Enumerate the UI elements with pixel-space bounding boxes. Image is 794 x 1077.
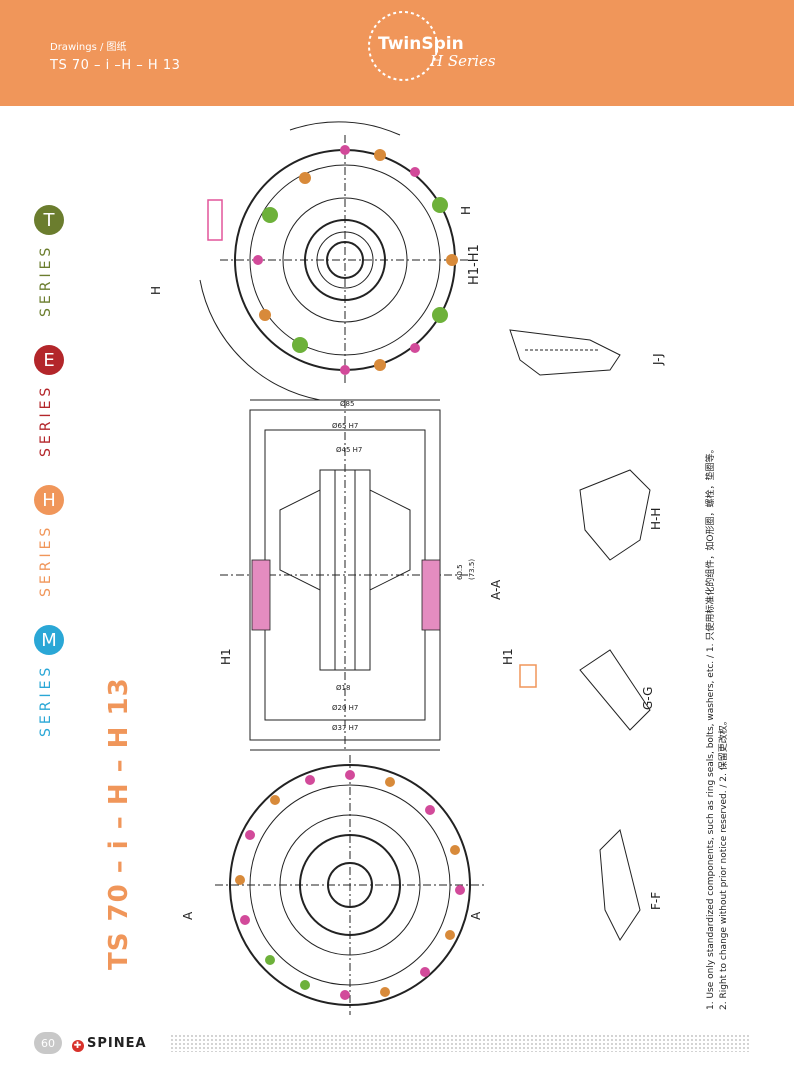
top-flange-view bbox=[199, 121, 470, 401]
dim-d5: Ø20 H7 bbox=[332, 704, 358, 712]
note-2: 2. Right to change without prior notice … bbox=[719, 716, 729, 1010]
series-h-badge: H bbox=[34, 485, 64, 515]
callout-box-top bbox=[207, 199, 223, 241]
page-title: TS 70 – i – H – H 13 bbox=[104, 677, 134, 970]
series-t-label: SERIES bbox=[38, 243, 54, 317]
dim-h3: (73.5) bbox=[468, 559, 476, 580]
twinspin-logo bbox=[368, 11, 438, 81]
gg-detail bbox=[579, 649, 651, 731]
bottom-flange-holes bbox=[235, 770, 465, 1000]
series-e-label: SERIES bbox=[38, 383, 54, 457]
dim-d6: Ø18 bbox=[336, 684, 350, 692]
label-jj: J-J bbox=[651, 353, 665, 366]
hh-detail bbox=[579, 469, 651, 561]
label-a-left: A bbox=[181, 911, 195, 920]
brand-name: ✚SPINEA bbox=[72, 1036, 147, 1052]
drawing-notes: 1. Use only standardized components, suc… bbox=[705, 445, 731, 1010]
series-t-badge: T bbox=[34, 205, 64, 235]
label-ff: F-F bbox=[649, 892, 663, 910]
label-gg: G-G bbox=[641, 687, 655, 710]
series-m-badge: M bbox=[34, 625, 64, 655]
brand-text: SPINEA bbox=[87, 1036, 147, 1051]
section-aa-pink-regions bbox=[251, 559, 441, 631]
label-h1-right: H1 bbox=[501, 648, 515, 665]
page-footer: 60 ✚SPINEA bbox=[0, 1028, 794, 1058]
ff-detail bbox=[599, 829, 641, 941]
label-a-right: A bbox=[469, 911, 483, 920]
note-1: 1. Use only standardized components, suc… bbox=[706, 444, 716, 1010]
label-h1h1: H1-H1 bbox=[467, 244, 482, 285]
dim-d1: Ø85 bbox=[340, 400, 354, 408]
dim-d4: Ø37 H7 bbox=[332, 724, 358, 732]
label-h-left: H bbox=[149, 286, 163, 295]
bottom-flange-view bbox=[215, 755, 485, 1015]
dim-d3: Ø45 H7 bbox=[336, 446, 362, 454]
technical-drawing: H1-H1 H H J-J A-A H1 H1 Ø85 Ø65 H7 Ø45 H… bbox=[149, 121, 665, 1015]
label-h-right: H bbox=[459, 206, 473, 215]
dim-h2: 60.5 bbox=[456, 564, 464, 580]
series-h-label: SERIES bbox=[38, 523, 54, 597]
page-header: Drawings / 图纸 TS 70 – i –H – H 13 TwinSp… bbox=[0, 0, 794, 106]
callout-box-gg bbox=[519, 664, 537, 688]
series-m-label: SERIES bbox=[38, 663, 54, 737]
series-e-badge: E bbox=[34, 345, 64, 375]
page-number: 60 bbox=[34, 1032, 62, 1054]
logo-sub-text: H Series bbox=[430, 52, 496, 70]
series-sidebar: T SERIES E SERIES H SERIES M SERIES bbox=[28, 205, 72, 745]
footer-dot-pattern bbox=[170, 1034, 750, 1052]
label-h1-left: H1 bbox=[219, 648, 233, 665]
top-flange-holes bbox=[253, 145, 458, 375]
jj-detail bbox=[509, 329, 621, 376]
label-aa: A-A bbox=[489, 579, 503, 600]
spinea-logo-icon: ✚ bbox=[72, 1040, 84, 1052]
logo-main-text: TwinSpin bbox=[378, 34, 464, 54]
model-code: TS 70 – i –H – H 13 bbox=[50, 58, 181, 73]
label-hh: H-H bbox=[649, 508, 663, 530]
dim-d2: Ø65 H7 bbox=[332, 422, 358, 430]
breadcrumb: Drawings / 图纸 bbox=[50, 42, 127, 53]
